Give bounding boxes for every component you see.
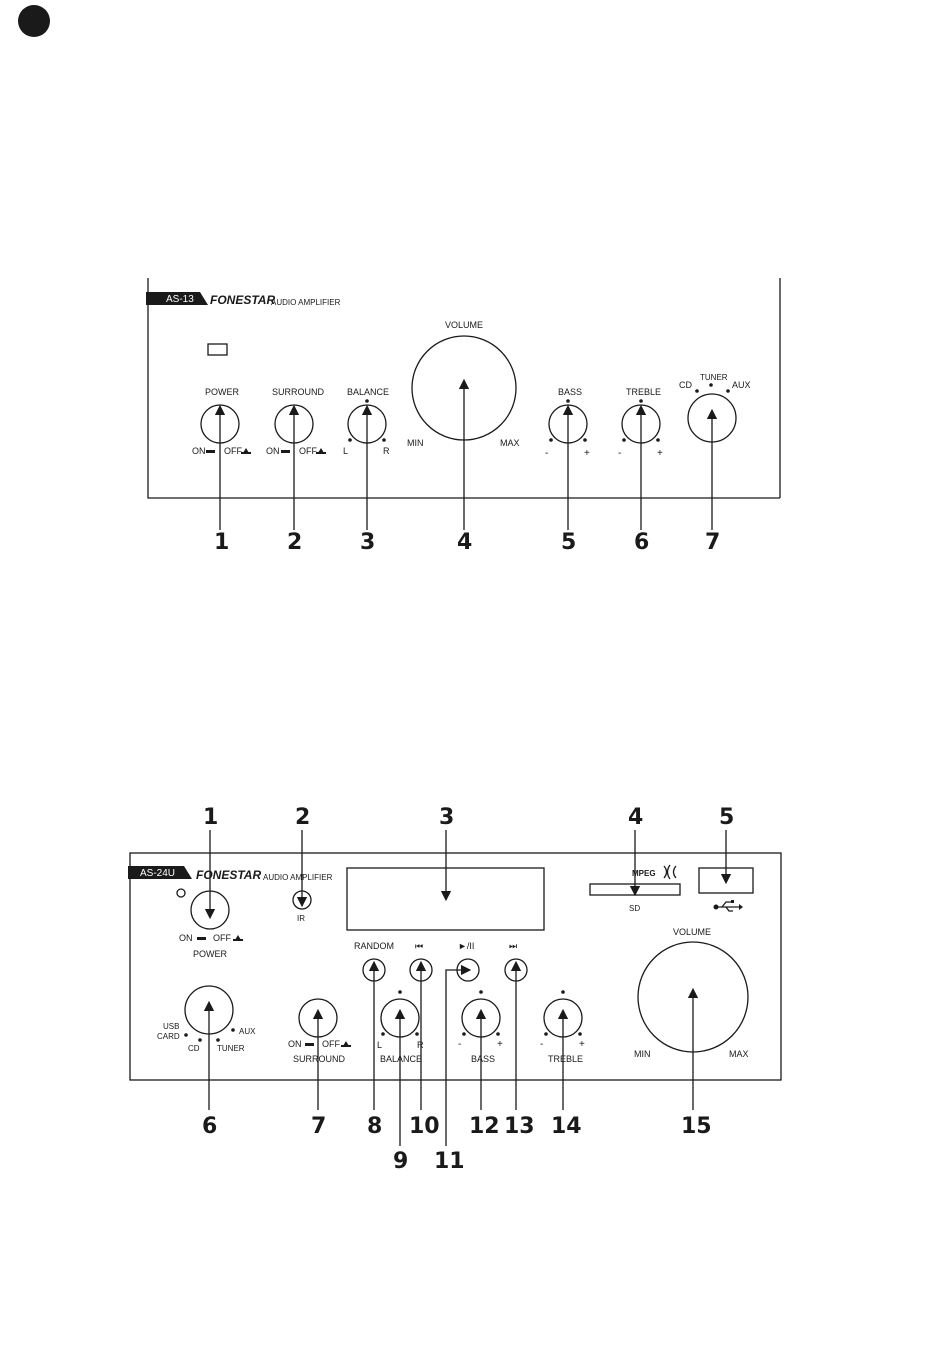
amp1-balance-label: BALANCE xyxy=(347,387,389,397)
amp2-input-tuner: TUNER xyxy=(217,1044,245,1053)
amp1-power-label: POWER xyxy=(205,387,240,397)
amp2-sd-label: SD xyxy=(629,904,640,913)
amp2-bass-plus: + xyxy=(497,1039,503,1050)
amp2-mpeg-logo: MPEG xyxy=(632,869,656,878)
amp2-front-panel: AS-24U FONESTAR AUDIO AMPLIFIER ON OFF P… xyxy=(128,805,782,1174)
amp2-power-off: OFF xyxy=(213,933,231,943)
amp1-power-on: ON xyxy=(192,446,206,456)
play-pause-icon: ►/II xyxy=(458,941,474,951)
amp1-callout-2: 2 xyxy=(287,530,302,555)
amp2-ir-label: IR xyxy=(297,914,305,923)
amp2-callout-6: 6 xyxy=(202,1114,217,1139)
amp1-bass-label: BASS xyxy=(558,387,582,397)
amp2-callout-10: 10 xyxy=(409,1114,440,1139)
amp2-callout-4: 4 xyxy=(628,805,643,830)
amp2-callout-13: 13 xyxy=(504,1114,535,1139)
amp1-balance-right: R xyxy=(383,446,390,456)
amp2-surround-label: SURROUND xyxy=(293,1054,346,1064)
amp2-callout-9: 9 xyxy=(393,1149,408,1174)
amp1-treble-minus: - xyxy=(618,448,621,459)
amp2-treble-plus: + xyxy=(579,1039,585,1050)
amp2-callout-3: 3 xyxy=(439,805,454,830)
amp2-callout-7: 7 xyxy=(311,1114,326,1139)
amp2-callout-8: 8 xyxy=(367,1114,382,1139)
amp2-input-aux: AUX xyxy=(239,1027,256,1036)
amp2-subtitle: AUDIO AMPLIFIER xyxy=(263,873,333,882)
amp1-volume-label: VOLUME xyxy=(445,320,483,330)
amp1-model-tag xyxy=(146,292,208,305)
amp2-power-led xyxy=(176,888,186,898)
amp2-bass-label: BASS xyxy=(471,1054,495,1064)
amp1-volume-min: MIN xyxy=(407,438,424,448)
amp2-random-label: RANDOM xyxy=(354,941,394,951)
mpeg-wave-icon xyxy=(663,864,677,880)
amp1-surround-off: OFF xyxy=(299,446,317,456)
amp1-callout-1: 1 xyxy=(214,530,229,555)
amp2-surround-off: OFF xyxy=(322,1039,340,1049)
amp2-model: AS-24U xyxy=(140,868,175,879)
amp2-callout-11: 11 xyxy=(434,1149,465,1174)
amp1-surround-label: SURROUND xyxy=(272,387,325,397)
amp1-input-aux: AUX xyxy=(732,380,751,390)
amp2-panel-outline xyxy=(129,852,782,1081)
usb-icon xyxy=(713,900,743,912)
amp1-panel-outline xyxy=(147,278,780,499)
amp1-power-off: OFF xyxy=(224,446,242,456)
amp2-callout-12: 12 xyxy=(469,1114,500,1139)
amp2-power-label: POWER xyxy=(193,949,228,959)
amp2-callout-5: 5 xyxy=(719,805,734,830)
amp2-volume-min: MIN xyxy=(634,1049,651,1059)
amp1-treble-label: TREBLE xyxy=(626,387,661,397)
amp2-volume-max: MAX xyxy=(729,1049,749,1059)
amp1-input-cd: CD xyxy=(679,380,692,390)
amp1-callout-7: 7 xyxy=(705,530,720,555)
amp2-power-on: ON xyxy=(179,933,193,943)
amp2-callout-1: 1 xyxy=(203,805,218,830)
amp1-volume-max: MAX xyxy=(500,438,520,448)
amp2-input-cd: CD xyxy=(188,1044,200,1053)
amp2-model-tag xyxy=(128,866,192,879)
amp2-surround-on: ON xyxy=(288,1039,302,1049)
amp2-balance-label: BALANCE xyxy=(380,1054,422,1064)
next-track-icon: ⏭ xyxy=(509,941,517,951)
amp2-input-usb: USB xyxy=(163,1022,179,1031)
language-badge-icon xyxy=(18,5,50,37)
amp1-bass-minus: - xyxy=(545,448,548,459)
amp2-treble-label: TREBLE xyxy=(548,1054,583,1064)
amp2-balance-left: L xyxy=(377,1040,382,1050)
amp1-power-led xyxy=(207,343,228,356)
amp2-callout-2: 2 xyxy=(295,805,310,830)
prev-track-icon: ⏮ xyxy=(415,941,423,951)
amp2-callout-15: 15 xyxy=(681,1114,712,1139)
amp1-model: AS-13 xyxy=(166,294,194,305)
amp1-surround-on: ON xyxy=(266,446,280,456)
amp2-bass-minus: - xyxy=(458,1039,461,1050)
amp1-bass-plus: + xyxy=(584,448,590,459)
amp1-callout-3: 3 xyxy=(360,530,375,555)
amp1-front-panel: AS-13 FONESTAR AUDIO AMPLIFIER POWER ON … xyxy=(146,278,781,555)
amp2-input-card: CARD xyxy=(157,1032,180,1041)
amp2-volume-label: VOLUME xyxy=(673,927,711,937)
amp2-brand: FONESTAR xyxy=(196,868,261,882)
amp2-callout-14: 14 xyxy=(551,1114,582,1139)
amp1-subtitle: AUDIO AMPLIFIER xyxy=(271,298,341,307)
amp1-brand: FONESTAR xyxy=(210,293,275,307)
amp2-treble-minus: - xyxy=(540,1039,543,1050)
amp1-callout-5: 5 xyxy=(561,530,576,555)
amp1-callout-6: 6 xyxy=(634,530,649,555)
amp1-input-tuner: TUNER xyxy=(700,373,728,382)
amp1-balance-left: L xyxy=(343,446,348,456)
amp1-callout-4: 4 xyxy=(457,530,472,555)
amp1-treble-plus: + xyxy=(657,448,663,459)
